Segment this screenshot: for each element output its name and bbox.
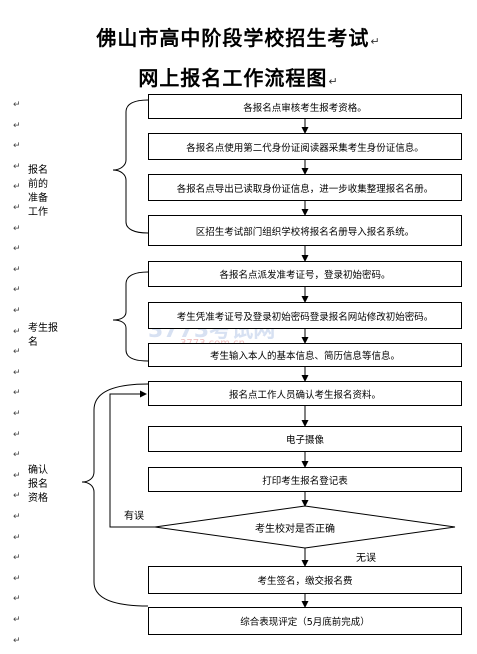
decision-label: 考生校对是否正确 xyxy=(255,524,335,535)
paragraph-mark: ↵ xyxy=(13,347,21,358)
paragraph-mark: ↵ xyxy=(13,367,21,378)
step-sign-and-pay: 考生签名，缴交报名费 xyxy=(148,566,462,594)
paragraph-mark: ↵ xyxy=(13,470,21,481)
brace-prep xyxy=(112,99,149,234)
paragraph-mark: ↵ xyxy=(13,532,21,543)
step-collect-id-info: 各报名点使用第二代身份证阅读器采集考生身份证信息。 xyxy=(148,133,462,160)
loop-back-arrow xyxy=(109,390,155,528)
paragraph-mark: ↵ xyxy=(13,285,21,296)
paragraph-mark: ↵ xyxy=(13,141,21,152)
brace-student xyxy=(112,271,149,362)
step-issue-exam-number: 各报名点派发准考证号，登录初始密码。 xyxy=(148,261,462,287)
step-enter-personal-info: 考生输入本人的基本信息、简历信息等信息。 xyxy=(148,343,462,367)
paragraph-mark: ↵ xyxy=(13,203,21,213)
paragraph-mark: ↵ xyxy=(13,100,21,110)
phase-label-prep: 报名前的准备工作 xyxy=(28,165,48,218)
step-change-password: 考生凭准考证号及登录初始密码登录报名网站修改初始密码。 xyxy=(148,302,462,329)
paragraph-mark: ↵ xyxy=(13,388,21,399)
paragraph-mark: ↵ xyxy=(13,326,21,337)
branch-label-yes: 有误 xyxy=(124,511,144,522)
paragraph-mark: ↵ xyxy=(13,409,21,419)
paragraph-mark: ↵ xyxy=(13,450,21,461)
step-confirm-registration: 报名点工作人员确认考生报名资料。 xyxy=(148,381,462,406)
paragraph-mark: ↵ xyxy=(13,635,21,646)
paragraph-mark: ↵ xyxy=(13,615,21,625)
paragraph-mark: ↵ xyxy=(13,594,21,605)
phase-label-student: 考生报名 xyxy=(28,323,58,348)
paragraph-mark: ↵ xyxy=(13,553,21,564)
step-print-form: 打印考生报名登记表 xyxy=(148,467,462,492)
paragraph-mark: ↵ xyxy=(13,512,21,522)
paragraph-mark: ↵ xyxy=(13,573,21,584)
step-export-id-info: 各报名点导出已读取身份证信息，进一步收集整理报名名册。 xyxy=(148,174,462,201)
branch-label-no: 无误 xyxy=(356,553,376,564)
paragraph-mark: ↵ xyxy=(13,491,21,502)
paragraph-mark: ↵ xyxy=(13,120,21,131)
paragraph-mark: ↵ xyxy=(13,223,21,234)
paragraph-mark: ↵ xyxy=(13,244,21,255)
paragraph-mark: ↵ xyxy=(13,429,21,440)
paragraph-mark: ↵ xyxy=(13,161,21,172)
chart-title-line1: 佛山市高中阶段学校招生考试↵ xyxy=(96,26,381,50)
paragraph-mark: ↵ xyxy=(13,306,21,316)
step-verify-eligibility: 各报名点审核考生报考资格。 xyxy=(148,94,462,119)
step-evaluation: 综合表现评定（5月底前完成） xyxy=(148,607,462,635)
paragraph-mark: ↵ xyxy=(13,182,21,193)
decision-diamond xyxy=(154,505,456,549)
paragraph-mark: ↵ xyxy=(13,264,21,275)
chart-title-line2: 网上报名工作流程图↵ xyxy=(138,66,339,90)
step-import-roster: 区招生考试部门组织学校将报名名册导入报名系统。 xyxy=(148,215,462,246)
brace-confirm xyxy=(81,383,149,607)
phase-label-confirm: 确认报名资格 xyxy=(28,465,48,504)
step-photo-capture: 电子摄像 xyxy=(148,426,462,452)
